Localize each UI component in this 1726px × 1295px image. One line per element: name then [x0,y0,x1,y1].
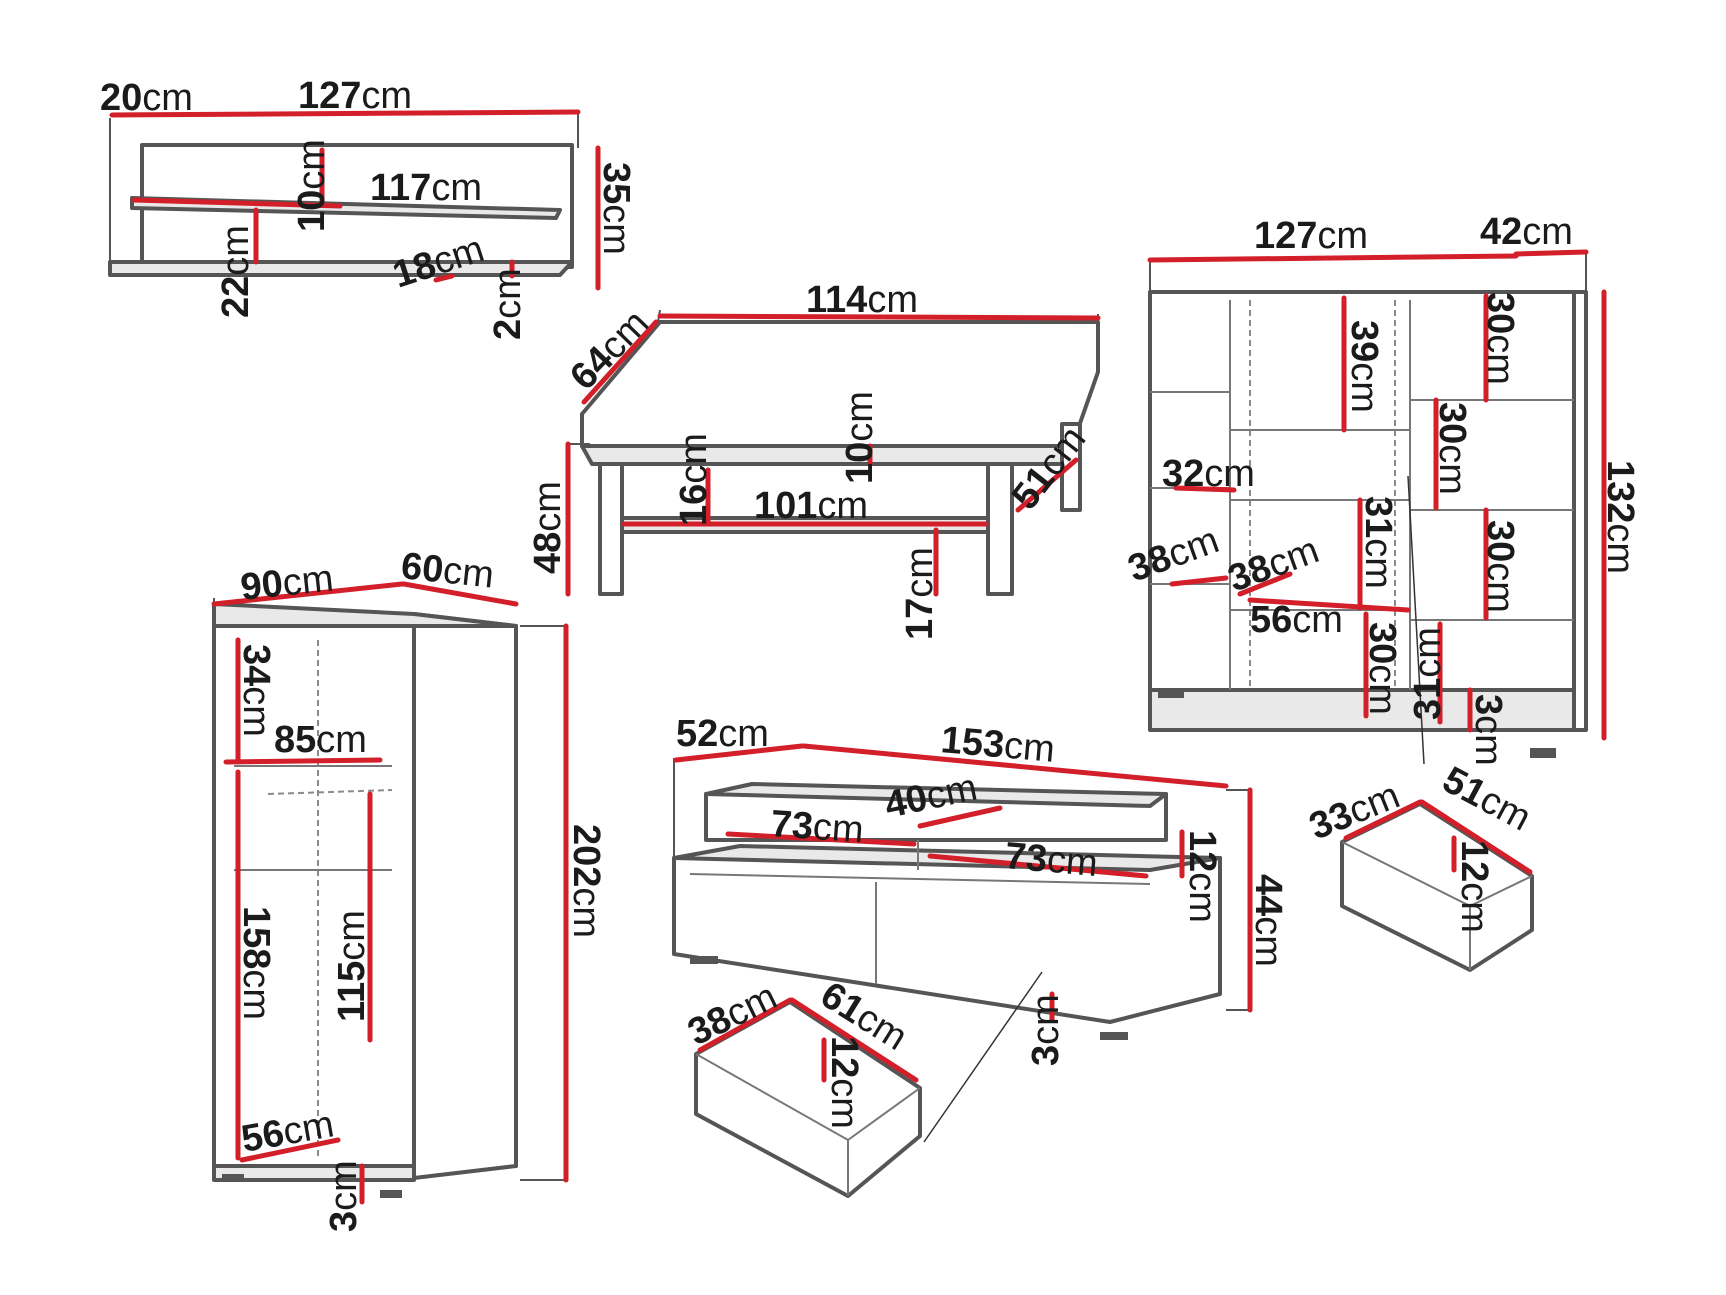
coffee-table-depth-dim [581,319,659,405]
wall-shelf-lower-gap-label: 22cm [215,225,257,318]
coffee-table-leg-height-label: 17cm [899,547,941,640]
highboard-left-depth-dim [1169,575,1229,587]
wardrobe-rail [267,789,393,795]
highboard-depth-label: 42cm [1480,211,1573,253]
highboard-drawer-height-label: 12cm [1453,840,1495,933]
wardrobe-height-label: 202cm [565,824,607,938]
tv-drawer-height-label: 12cm [823,1036,865,1129]
wall-shelf: 20cm 127cm 117cm 35cm 10cm 22cm 18cm 2cm [100,75,637,340]
wardrobe-rail-width-label: 85cm [274,719,367,761]
wall-shelf-inner-width-dim [131,197,343,209]
wall-shelf-inner-width-label: 117cm [370,167,482,209]
wall-shelf-bottom-board [108,260,574,277]
wardrobe-inner-height-label: 158cm [235,906,277,1020]
wardrobe-rail-drop-label: 115cm [331,910,373,1022]
highboard-drawer: 33cm 51cm 12cm [1304,759,1538,972]
coffee-table-top-thickness-label: 10cm [839,391,881,484]
coffee-table-leg-right-front [986,462,1014,596]
highboard-side [1572,290,1588,732]
tv-unit-depth-dim [673,743,805,763]
highboard-mid-depth-dim [1237,571,1293,597]
highboard-side-lower-label: 30cm [1479,520,1521,613]
highboard-door-label: 31cm [1357,496,1399,589]
wall-shelf-thickness-label: 2cm [487,268,529,340]
tv-drawer-width-dim [697,997,793,1053]
wall-shelf-gap-label: 10cm [291,139,333,232]
coffee-table-width-dim [657,313,1101,321]
highboard-drawer-width-dim [1343,799,1423,841]
wall-shelf-width-label: 127cm [298,75,412,117]
tv-drawer: 38cm 61cm 12cm [682,974,922,1198]
wardrobe-foot-left [222,1174,244,1182]
tv-unit-niche-height-label: 12cm [1181,830,1223,923]
highboard: 127cm 42cm 132cm 30cm 39cm 30cm 32cm 30c… [1123,211,1641,766]
wall-shelf-height-label: 35cm [595,162,637,255]
tv-unit-left-compart-dim [725,831,917,847]
highboard-width-dim [1147,253,1519,263]
coffee-table-top-edge [580,444,1074,466]
tv-unit-niche-top [704,782,1168,808]
wardrobe-side [412,612,518,1180]
wardrobe-depth-label: 60cm [399,545,496,596]
highboard-lower-compart-label: 30cm [1361,622,1403,715]
tv-unit-foot-left [690,956,718,964]
tv-unit-depth-label: 52cm [676,713,769,755]
wardrobe-top [212,602,518,628]
highboard-drawer-depth-dim [1419,799,1533,875]
coffee-table-inner-width-label: 101cm [754,485,868,527]
highboard-plinth-label: 3cm [1467,694,1509,766]
highboard-mid-shelf-label: 30cm [1431,402,1473,495]
highboard-depth-dim [1513,249,1589,257]
tv-unit-height-label: 44cm [1247,874,1289,967]
tv-unit-right-compart-dim [927,853,1149,879]
highboard-foot-right [1530,748,1556,758]
highboard-foot-left [1158,688,1184,698]
tv-unit-foot-right [1100,1032,1128,1040]
highboard-top-shelf-label: 30cm [1479,292,1521,385]
highboard-drawer-leader [1407,475,1425,765]
highboard-bottom-compart-label: 31cm [1407,627,1449,720]
wardrobe-top-compart-label: 34cm [235,644,277,737]
highboard-width-label: 127cm [1254,215,1368,257]
tv-unit-top-depth-label: 40cm [881,766,981,826]
highboard-plinth [1148,688,1576,732]
wardrobe-rail-width-dim [223,757,383,765]
coffee-table-height-label: 48cm [527,481,569,574]
wardrobe-width-dim [211,581,405,607]
tv-unit-front-top-line [689,873,1151,885]
tv-unit: 52cm 153cm 44cm 40cm 73cm 73cm 12cm 3cm [672,713,1289,1143]
wardrobe-foot-right [380,1190,402,1198]
tv-unit-width-label: 153cm [939,719,1056,771]
wardrobe: 90cm 60cm 202cm 34cm 85cm 158cm 115cm 56… [211,545,607,1232]
highboard-side-upper-label: 32cm [1162,453,1255,495]
wall-shelf-depth-dim [433,273,455,283]
highboard-mid-width-dim [1247,597,1411,613]
tv-drawer-depth-dim [789,997,919,1083]
wardrobe-depth-dim [401,581,519,607]
wardrobe-inner-depth-label: 56cm [238,1103,337,1161]
tv-unit-width-dim [801,743,1229,789]
tv-unit-plinth-label: 3cm [1025,994,1067,1066]
coffee-table: 114cm 64cm 48cm 10cm 16cm 101cm 51cm 17c… [527,279,1101,640]
coffee-table-inner-depth-dim [1015,457,1079,513]
coffee-table-shelf-height-label: 16cm [673,433,715,526]
highboard-glass-top-label: 39cm [1343,320,1385,413]
coffee-table-width-label: 114cm [806,279,918,321]
wall-shelf-width-dim [109,109,581,118]
coffee-table-leg-left-front [598,462,624,596]
wardrobe-plinth-label: 3cm [323,1160,365,1232]
wall-shelf-depth-label: 20cm [100,77,193,119]
highboard-side-upper-dim [1173,485,1237,493]
tv-unit-top-depth-dim [917,805,1003,829]
wardrobe-width-label: 90cm [239,557,336,608]
tv-unit-right-compart-label: 73cm [1003,835,1099,885]
tv-unit-drawer-leader [923,971,1043,1143]
highboard-height-label: 132cm [1599,460,1641,574]
wardrobe-inner-depth-dim [239,1137,341,1163]
highboard-mid-width-label: 56cm [1250,599,1343,641]
tv-unit-left-compart-label: 73cm [769,803,865,851]
